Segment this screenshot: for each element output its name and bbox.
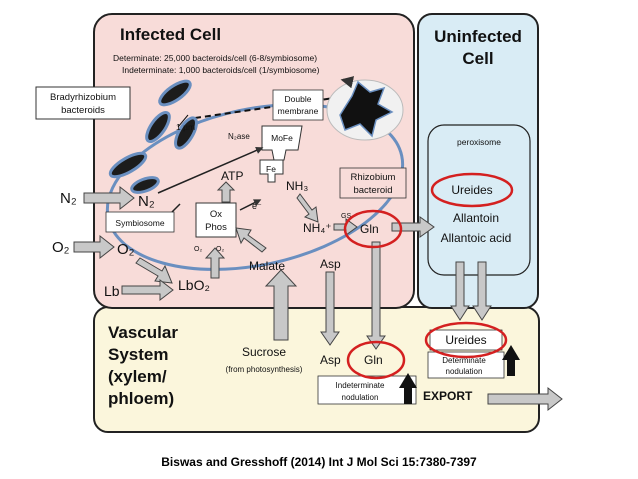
ureides-vascular-label: Ureides (445, 333, 486, 347)
black-up-arrows (399, 345, 520, 404)
from-photosynthesis-label: (from photosynthesis) (226, 365, 303, 374)
determinate-nodulation-label-2: nodulation (446, 367, 483, 376)
atp-label: ATP (221, 169, 243, 183)
lbo2-label: LbO₂ (178, 277, 210, 293)
indeterminate-up-arrow (399, 373, 417, 404)
ureides-down-arrow-left (450, 261, 470, 321)
determinate-note: Determinate: 25,000 bacteroids/cell (6-8… (113, 53, 317, 63)
double-membrane-box (272, 89, 324, 121)
bradyrhizobium-label-box (35, 86, 131, 120)
uninfected-title-2: Cell (462, 49, 493, 68)
malate-label: Malate (249, 259, 285, 273)
determinate-up-arrow (502, 345, 520, 376)
gln-infected-highlight (343, 209, 403, 249)
malate-to-oxphos-arrow (235, 227, 267, 253)
indeterminate-nodulation-label-2: nodulation (342, 393, 379, 402)
sucrose-label: Sucrose (242, 345, 286, 359)
mofe-protein-shape (261, 125, 303, 161)
nh3-label: NH₃ (286, 179, 308, 193)
ureides-uninfected-label: Ureides (451, 183, 492, 197)
o2-small-b: O₂ (216, 246, 224, 253)
fe-protein-shape (259, 159, 284, 183)
o2-to-lbo2-arrow (135, 257, 173, 284)
infected-cell-title: Infected Cell (120, 25, 221, 44)
highlight-ellipses (343, 172, 514, 380)
export-arrow (487, 386, 563, 412)
o2-outside-label: O₂ (52, 239, 70, 256)
rhizobium-bacteroid-box (339, 167, 407, 199)
nh4-label: NH₄⁺ (303, 221, 332, 235)
rhizobium-label: Rhizobium (351, 172, 396, 183)
o2-entry-arrow (73, 234, 115, 260)
electron-to-fe-arrow (239, 199, 262, 211)
indeterminate-note: Indeterminate: 1,000 bacteroids/cell (1/… (122, 65, 320, 75)
export-label: EXPORT (423, 389, 473, 403)
rhizobium-label-2: bacteroid (353, 185, 392, 196)
asp-vascular-label: Asp (320, 353, 341, 367)
o2-small-a: O₂ (194, 246, 202, 253)
gln-vascular-highlight (346, 340, 406, 380)
fe-label: Fe (266, 164, 276, 174)
indeterminate-nodulation-box (317, 375, 417, 405)
ox-phos-box (195, 202, 237, 238)
bacteroid-micrograph (108, 79, 198, 194)
scale-bar-label: 1 µm (176, 122, 195, 132)
double-membrane-micrograph (326, 76, 404, 141)
n2ase-label: N₂ase (228, 132, 250, 141)
citation: Biswas and Gresshoff (2014) Int J Mol Sc… (161, 455, 477, 469)
gln-infected-label: Gln (360, 222, 379, 236)
lb-outside-label: Lb (104, 283, 120, 299)
peroxisome-label: peroxisome (457, 137, 501, 147)
double-membrane-label-2: membrane (278, 106, 319, 116)
lbo2-to-oxphos-arrow (204, 247, 226, 279)
nh3-to-nh4-arrow (296, 193, 319, 223)
thin-arrows (157, 146, 264, 213)
bradyrhizobium-label: Bradyrhizobium (50, 92, 116, 103)
n2-inner-label: N₂ (138, 193, 155, 210)
determinate-nodulation-label: Determinate (442, 356, 486, 365)
double-membrane-label: Double (285, 94, 312, 104)
indeterminate-nodulation-label: Indeterminate (336, 381, 385, 390)
block-arrows (73, 181, 563, 412)
vascular-title-4: phloem) (108, 389, 174, 408)
symbiosome-label: Symbiosome (115, 218, 164, 228)
asp-down-arrow (320, 271, 340, 346)
uninfected-title: Uninfected (434, 27, 522, 46)
n2-to-mofe-arrow (157, 146, 264, 194)
symbiosome-pointer (171, 203, 181, 213)
vascular-title: Vascular (108, 323, 178, 342)
lb-to-lbo2-arrow (121, 278, 174, 302)
atp-up-arrow (216, 181, 236, 203)
allantoic-acid-label: Allantoic acid (441, 231, 512, 245)
allantoin-label: Allantoin (453, 211, 499, 225)
gs-label: GS (341, 213, 351, 220)
ureides-vascular-box (429, 329, 503, 351)
ureides-vascular-highlight (424, 321, 508, 359)
mofe-label: MoFe (271, 133, 293, 143)
n2-outside-label: N₂ (60, 190, 77, 207)
o2-inner-label: O₂ (117, 241, 135, 258)
vascular-title-2: System (108, 345, 168, 364)
gln-vascular-label: Gln (364, 353, 383, 367)
sucrose-to-malate-arrow (264, 269, 298, 341)
symbiosome-label-box (105, 211, 175, 233)
gln-to-ureides-arrow (391, 216, 435, 238)
asp-infected-label: Asp (320, 257, 341, 271)
n2-entry-arrow (83, 185, 135, 211)
ox-phos-label-2: Phos (205, 222, 227, 233)
bradyrhizobium-label-2: bacteroids (61, 105, 105, 116)
ox-phos-label: Ox (210, 209, 222, 220)
vascular-title-3: (xylem/ (108, 367, 167, 386)
ureides-down-arrow-right (472, 261, 492, 321)
ureides-uninfected-highlight (430, 172, 514, 208)
